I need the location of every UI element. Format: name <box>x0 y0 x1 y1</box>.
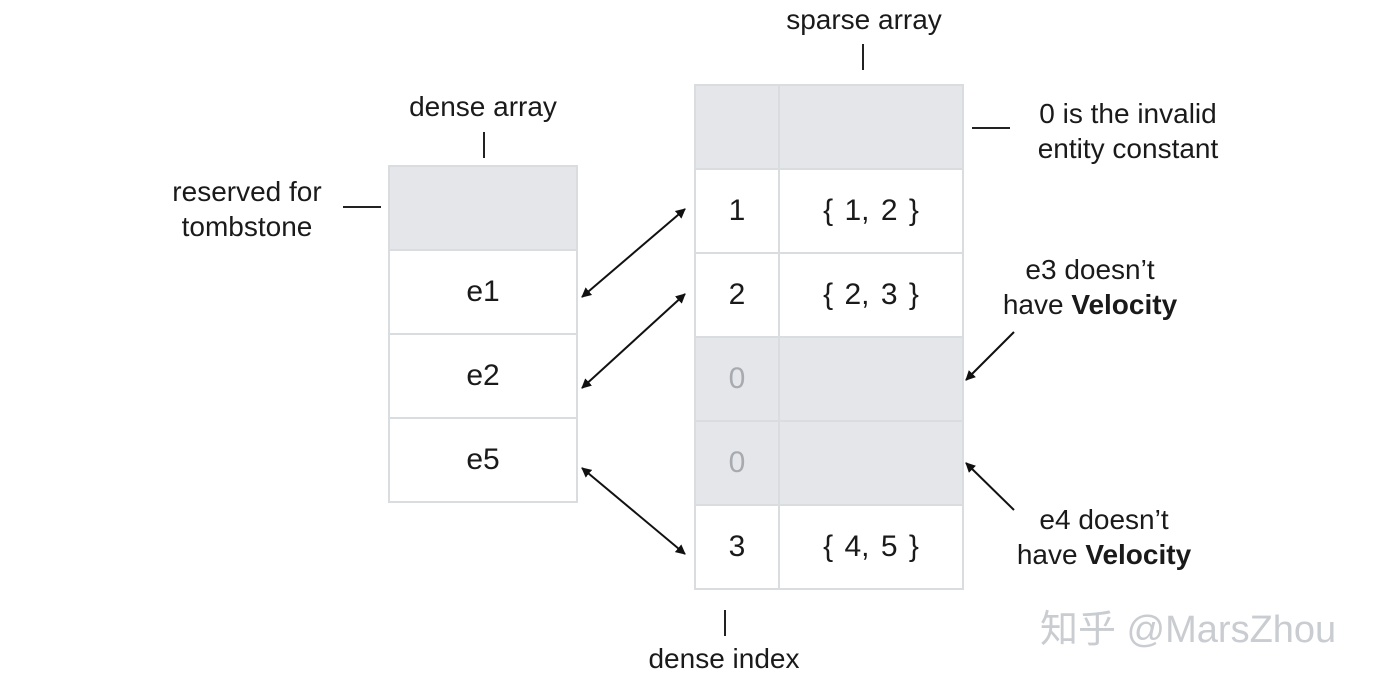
dense-cell-e5: e5 <box>388 417 578 503</box>
sparse-array: 1 { 1, 2 } 2 { 2, 3 } 0 0 3 { 4, 5 } <box>694 84 964 590</box>
e3-velocity-term: Velocity <box>1071 289 1178 320</box>
dense-array-label: dense array <box>409 91 557 122</box>
sparse-array-label: sparse array <box>786 4 942 35</box>
sparse-index-cell <box>696 86 780 168</box>
e3-note-line2: have Velocity <box>1002 289 1178 320</box>
arrow-e1-to-index-1 <box>581 208 686 298</box>
sparse-row-0 <box>694 84 964 170</box>
dense-index-label: dense index <box>648 643 800 674</box>
invalid-constant-label: 0 is the invalid entity constant <box>1012 96 1244 166</box>
invalid-constant-line2: entity constant <box>1037 133 1219 164</box>
sparse-row-5: 3 { 4, 5 } <box>694 504 964 590</box>
watermark: 知乎 @MarsZhou <box>1040 609 1337 651</box>
sparse-row-2: 2 { 2, 3 } <box>694 252 964 338</box>
sparse-array-leader <box>862 44 864 70</box>
arrow-e4-note <box>965 462 1015 511</box>
sparse-value-cell: { 2, 3 } <box>823 278 919 311</box>
arrow-e3-note <box>965 331 1015 381</box>
dense-array: e1 e2 e5 <box>388 165 578 503</box>
sparse-value-cell: { 4, 5 } <box>823 530 919 563</box>
reserved-label-line1: reserved for <box>172 176 322 207</box>
e4-velocity-term: Velocity <box>1085 539 1192 570</box>
dense-array-leader <box>483 132 485 158</box>
e4-note-line2: have Velocity <box>1016 539 1192 570</box>
e3-note-line1: e3 doesn’t <box>1025 254 1155 285</box>
sparse-row-3: 0 <box>694 336 964 422</box>
dense-index-leader <box>724 610 726 636</box>
invalid-constant-line1: 0 is the invalid <box>1039 98 1217 129</box>
sparse-value-cell: { 1, 2 } <box>823 194 919 227</box>
arrow-e5-to-index-3 <box>581 467 686 555</box>
sparse-row-1: 1 { 1, 2 } <box>694 168 964 254</box>
reserved-leader <box>343 206 381 208</box>
sparse-index-cell: 3 <box>696 506 780 588</box>
sparse-index-cell: 2 <box>696 254 780 336</box>
e4-note-line1: e4 doesn’t <box>1039 504 1169 535</box>
e4-note: e4 doesn’t have Velocity <box>994 502 1214 572</box>
reserved-label-line2: tombstone <box>181 211 313 242</box>
dense-cell-e1: e1 <box>388 249 578 335</box>
sparse-index-cell: 0 <box>696 338 780 420</box>
arrow-e2-to-index-2 <box>581 293 686 389</box>
invalid-constant-leader <box>972 127 1010 129</box>
reserved-label: reserved for tombstone <box>154 174 340 244</box>
sparse-index-cell: 1 <box>696 170 780 252</box>
sparse-index-cell: 0 <box>696 422 780 504</box>
e3-note: e3 doesn’t have Velocity <box>980 252 1200 322</box>
